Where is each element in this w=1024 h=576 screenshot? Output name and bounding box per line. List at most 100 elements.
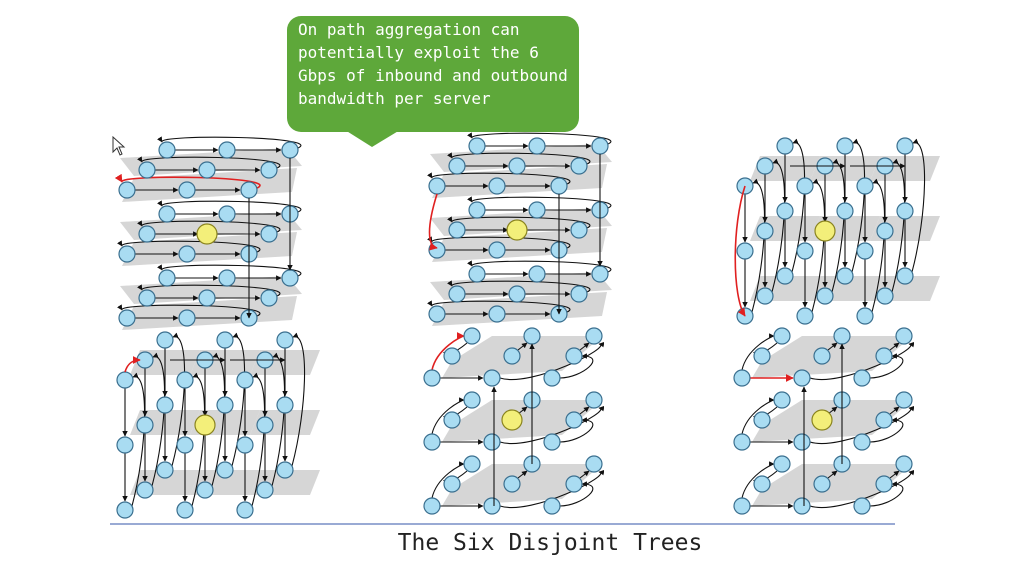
tree-edge: [431, 461, 465, 499]
server-node: [856, 242, 874, 260]
server-node: [468, 265, 486, 283]
server-node: [508, 285, 526, 303]
server-node: [423, 497, 441, 515]
server-node: [483, 369, 501, 387]
server-node: [550, 177, 568, 195]
tree-edge: [741, 461, 775, 499]
tree-edge: [499, 341, 605, 381]
server-node: [793, 497, 811, 515]
server-node: [528, 201, 546, 219]
server-node: [570, 221, 588, 239]
tree-edge: [579, 342, 590, 351]
root-node: [196, 223, 218, 245]
callout-text: On path aggregation can potentially expl…: [298, 20, 568, 108]
server-node: [198, 289, 216, 307]
server-node: [488, 241, 506, 259]
server-node: [448, 221, 466, 239]
tree-edge: [117, 240, 261, 253]
server-node: [178, 181, 196, 199]
tree-edge: [137, 284, 281, 297]
server-node: [463, 391, 481, 409]
plane-band: [120, 148, 302, 176]
server-node: [448, 285, 466, 303]
plane-band: [430, 144, 612, 172]
server-node: [136, 481, 154, 499]
tree-edge: [157, 136, 302, 149]
server-node: [773, 455, 791, 473]
tree-edge: [427, 236, 571, 249]
server-node: [463, 455, 481, 473]
server-node: [428, 177, 446, 195]
server-node: [523, 327, 541, 345]
server-node: [853, 433, 871, 451]
server-node: [565, 475, 583, 493]
server-node: [876, 287, 894, 305]
server-node: [813, 475, 831, 493]
server-node: [158, 141, 176, 159]
server-node: [256, 416, 274, 434]
tree-diagram-4: [116, 331, 320, 519]
highlight-edge: [114, 173, 261, 189]
tree-edge: [559, 481, 594, 507]
tree-diagram-6: [733, 327, 915, 515]
tree-edge: [889, 406, 900, 415]
callout-bubble: [287, 16, 579, 147]
plane-band: [430, 272, 612, 300]
server-node: [218, 141, 236, 159]
tree-edge: [809, 341, 915, 381]
server-node: [176, 371, 194, 389]
server-node: [756, 157, 774, 175]
server-node: [281, 269, 299, 287]
server-node: [773, 391, 791, 409]
server-node: [428, 305, 446, 323]
server-node: [876, 222, 894, 240]
server-node: [276, 331, 294, 349]
tree-edge: [137, 156, 281, 169]
tree-edge: [517, 470, 528, 479]
server-node: [776, 267, 794, 285]
server-node: [508, 157, 526, 175]
tree-edge: [579, 406, 590, 415]
tree-edge: [137, 220, 281, 233]
server-node: [488, 177, 506, 195]
server-node: [570, 157, 588, 175]
server-node: [156, 396, 174, 414]
server-node: [570, 285, 588, 303]
server-node: [796, 242, 814, 260]
server-node: [528, 137, 546, 155]
plane-band: [120, 276, 302, 304]
server-node: [816, 287, 834, 305]
tree-edge: [869, 481, 904, 507]
server-node: [591, 265, 609, 283]
tree-edge: [741, 397, 775, 435]
server-node: [443, 475, 461, 493]
server-node: [895, 391, 913, 409]
tree-edge: [447, 152, 591, 165]
server-node: [528, 265, 546, 283]
server-node: [260, 225, 278, 243]
tree-edge: [809, 405, 915, 445]
server-node: [813, 347, 831, 365]
server-node: [543, 497, 561, 515]
server-node: [463, 327, 481, 345]
server-node: [585, 455, 603, 473]
server-node: [236, 436, 254, 454]
server-node: [118, 245, 136, 263]
server-node: [836, 202, 854, 220]
server-node: [138, 289, 156, 307]
mouse-cursor-icon: [112, 136, 126, 156]
server-node: [178, 309, 196, 327]
server-node: [543, 433, 561, 451]
server-node: [856, 177, 874, 195]
highlight-edge: [431, 332, 465, 371]
server-node: [895, 327, 913, 345]
tree-edge: [869, 417, 904, 443]
root-node: [814, 220, 836, 242]
server-node: [116, 371, 134, 389]
server-node: [853, 369, 871, 387]
footer-title: The Six Disjoint Trees: [397, 530, 703, 556]
server-node: [236, 371, 254, 389]
server-node: [833, 327, 851, 345]
tree-edge: [467, 260, 612, 273]
